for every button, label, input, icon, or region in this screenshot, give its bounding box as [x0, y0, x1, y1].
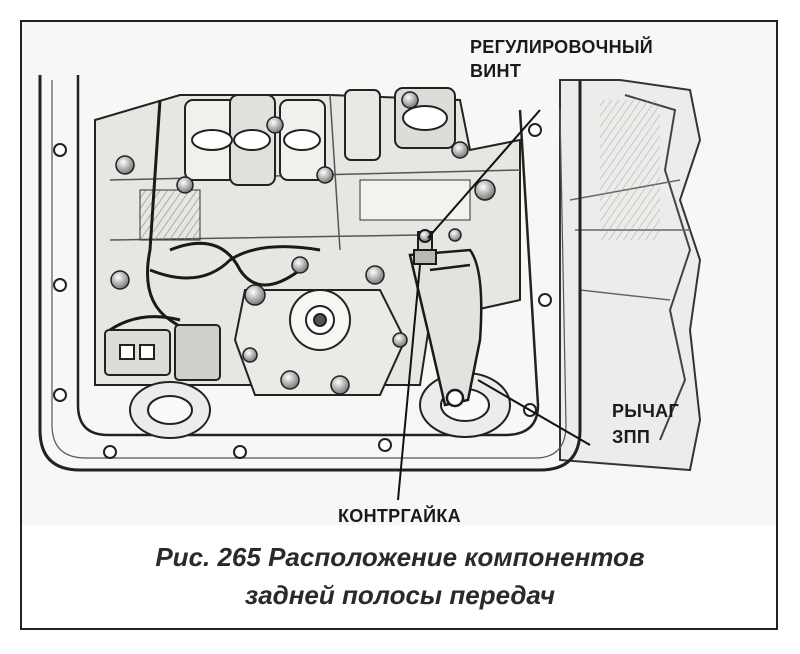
leader-lever: [477, 379, 591, 446]
caption-band: [22, 525, 776, 628]
servo-housing: [233, 289, 407, 396]
locknut-part: [413, 249, 437, 265]
leader-locknut: [397, 264, 421, 501]
leader-adjusting-screw: [427, 109, 541, 239]
label-adjusting-screw-line1: РЕГУЛИРОВОЧНЫЙ: [470, 37, 654, 57]
label-adjusting-screw-line2: ВИНТ: [470, 61, 522, 81]
figure-caption-line1: Рис. 265 Расположение компонентов: [155, 542, 645, 572]
label-lever-line2: ЗПП: [612, 427, 651, 447]
label-locknut: КОНТРГАЙКА: [338, 506, 461, 526]
band-lever: [408, 248, 483, 408]
oil-pan-flange: [38, 75, 582, 472]
pan-bosses: [129, 372, 511, 439]
electrical-connector: [104, 324, 221, 381]
valve-body-bolts: [110, 91, 496, 395]
transmission-case: [559, 79, 702, 472]
spool-valves: [184, 87, 456, 186]
figure-caption-line2: задней полосы передач: [244, 580, 556, 610]
flange-bolts: [53, 123, 552, 459]
wiring-harness: [109, 99, 321, 342]
label-lever-line1: РЫЧАГ: [612, 401, 679, 421]
adjusting-screw: [413, 229, 437, 265]
leader-lines: [397, 109, 591, 501]
